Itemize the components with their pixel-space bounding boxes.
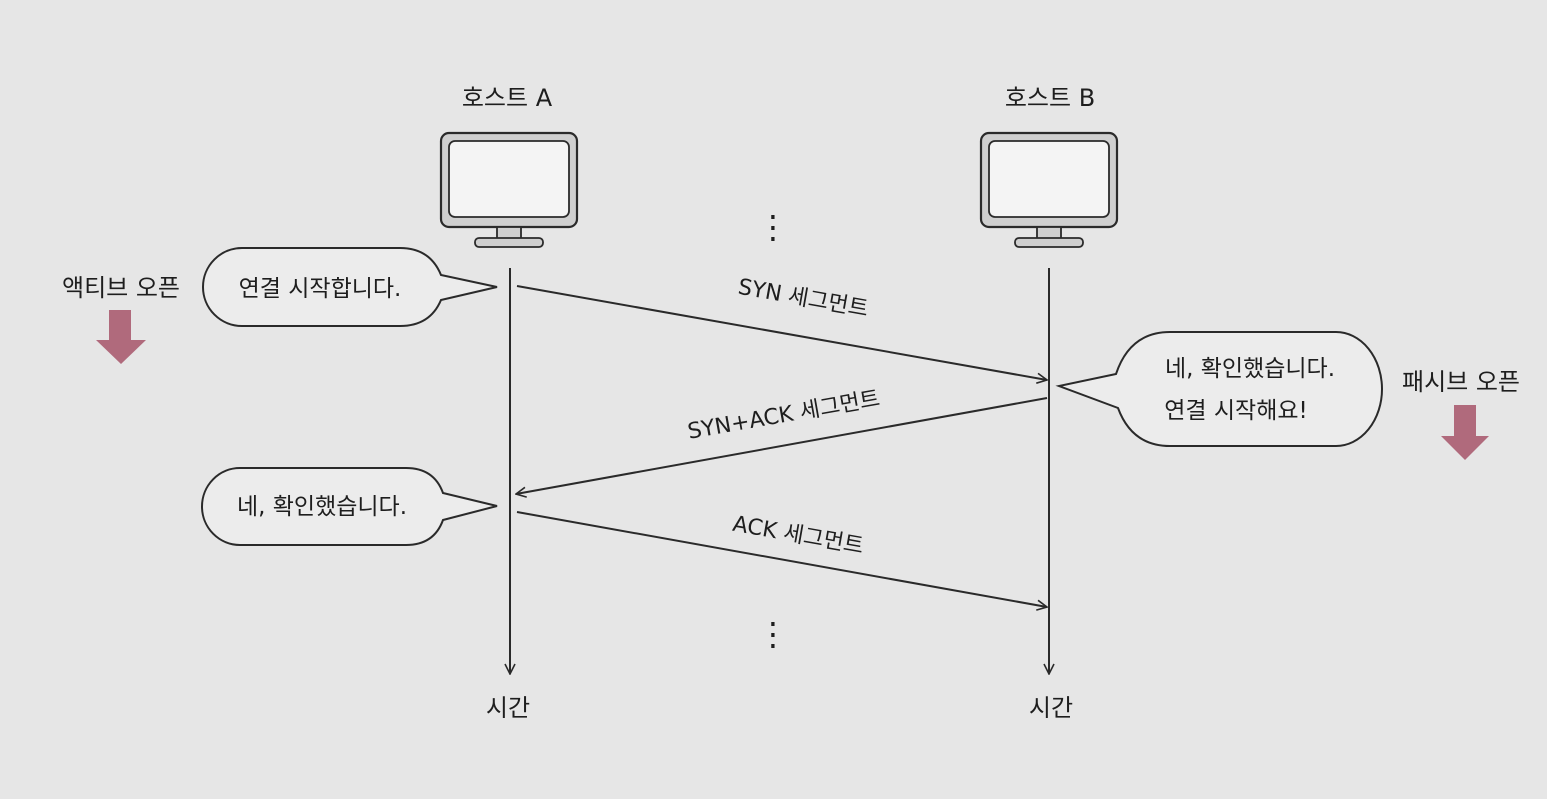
monitor-icon [439, 131, 579, 249]
bubble-b-reply-line2: 연결 시작해요! [1164, 398, 1308, 424]
active-open-label: 액티브 오픈 [62, 274, 180, 302]
host-b-label: 호스트 B [1005, 84, 1095, 112]
host-b-time-label: 시간 [1029, 694, 1073, 722]
syn-ack-segment-label: SYN+ACK 세그먼트 [686, 386, 882, 444]
ellipsis-top: ⋮ [757, 208, 789, 246]
ack-segment-arrow [516, 511, 1047, 607]
speech-bubble-b-reply: 네, 확인했습니다. 연결 시작해요! [1055, 331, 1383, 447]
host-a-label: 호스트 A [462, 84, 553, 112]
ellipsis-bottom: ⋮ [757, 615, 789, 653]
active-open-marker: 액티브 오픈 [62, 274, 180, 364]
bubble-a-start-text: 연결 시작합니다. [239, 276, 402, 302]
speech-bubble-a-start: 연결 시작합니다. [202, 247, 498, 327]
monitor-icon [979, 131, 1119, 249]
syn-segment-arrow [516, 285, 1047, 380]
syn-segment-label: SYN 세그먼트 [736, 275, 870, 323]
down-arrow-icon [1441, 405, 1489, 460]
speech-bubble-a-ack: 네, 확인했습니다. [201, 467, 498, 546]
ack-segment-label: ACK 세그먼트 [731, 512, 866, 560]
down-arrow-icon [96, 310, 146, 364]
passive-open-label: 패시브 오픈 [1402, 368, 1520, 396]
bubble-b-reply-line1: 네, 확인했습니다. [1165, 356, 1335, 382]
bubble-a-ack-text: 네, 확인했습니다. [237, 494, 407, 520]
host-a-time-label: 시간 [486, 694, 530, 722]
host-b: 호스트 B [979, 84, 1119, 249]
passive-open-marker: 패시브 오픈 [1402, 368, 1520, 460]
host-a: 호스트 A [439, 84, 579, 249]
syn-ack-segment-arrow [516, 397, 1048, 494]
